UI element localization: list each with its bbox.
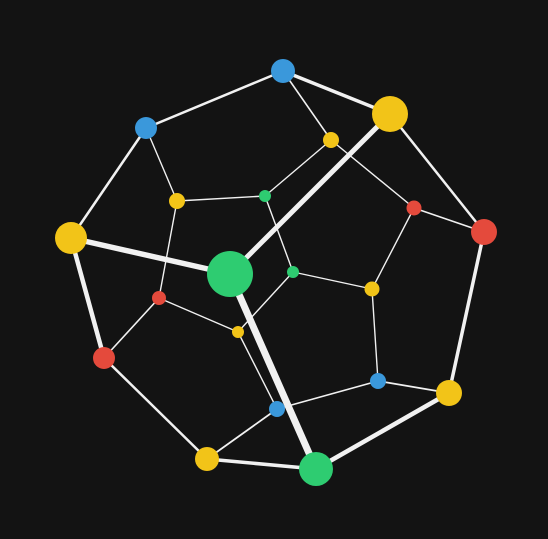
- graph-edge: [226, 270, 320, 473]
- graph-node-yellow: [436, 380, 462, 406]
- graph-edge: [206, 408, 278, 460]
- graph-node-blue: [271, 59, 295, 83]
- graph-edge: [447, 230, 486, 395]
- graph-node-green: [207, 251, 253, 297]
- graph-edge: [371, 288, 379, 382]
- graph-edge: [282, 70, 332, 141]
- graph-node-yellow: [195, 447, 219, 471]
- graph-node-red: [93, 347, 115, 369]
- graph-edge: [158, 297, 239, 333]
- graph-node-red: [152, 291, 166, 305]
- graph-edge: [292, 271, 373, 290]
- graph-edge: [144, 69, 285, 130]
- graph-edge: [69, 126, 148, 240]
- graph-edge: [68, 235, 233, 277]
- graph-edge: [388, 112, 486, 234]
- graph-edge: [371, 207, 415, 290]
- graph-node-green: [259, 190, 271, 202]
- graph-node-yellow: [372, 96, 408, 132]
- graph-node-red: [471, 219, 497, 245]
- graph-edge: [237, 271, 294, 333]
- graph-edge: [102, 356, 209, 461]
- graph-edge: [281, 69, 392, 116]
- graph-edge: [330, 139, 415, 209]
- graph-edge: [205, 457, 318, 471]
- graph-node-red: [406, 200, 422, 216]
- graph-edge: [68, 235, 107, 361]
- graph-node-yellow: [55, 222, 87, 254]
- graph-edge: [176, 195, 266, 202]
- graph-node-yellow: [232, 326, 244, 338]
- graph-edge: [264, 139, 332, 197]
- graph-edge: [237, 331, 278, 410]
- graph-edge: [158, 200, 178, 299]
- graph-edge: [145, 127, 178, 202]
- graph-edge: [103, 297, 160, 359]
- graph-edge: [313, 390, 452, 472]
- graph-node-green: [287, 266, 299, 278]
- graph-node-blue: [370, 373, 386, 389]
- graph-node-blue: [269, 401, 285, 417]
- graph-node-yellow: [323, 132, 339, 148]
- nodes-layer: [55, 59, 497, 486]
- graph-node-blue: [135, 117, 157, 139]
- edges-layer: [68, 69, 486, 473]
- graph-edge: [264, 195, 294, 273]
- graph-node-yellow: [364, 281, 380, 297]
- graph-edge: [227, 111, 393, 277]
- graph-node-green: [299, 452, 333, 486]
- graph-edge: [276, 380, 379, 410]
- graph-node-yellow: [169, 193, 185, 209]
